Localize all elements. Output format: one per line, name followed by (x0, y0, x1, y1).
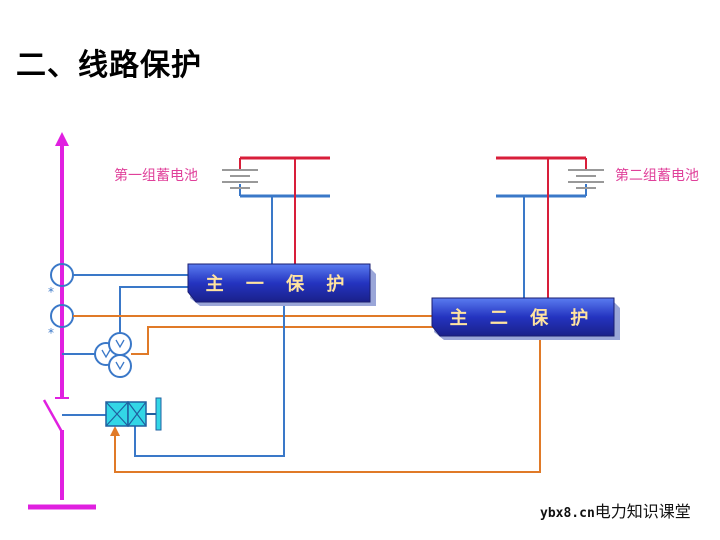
page-title: 二、线路保护 (16, 48, 202, 83)
watermark-site: ybx8.cn (540, 506, 595, 521)
main-protection-1-label: 主 一 保 护 (206, 273, 353, 295)
trip-arrow-icon (110, 426, 120, 436)
main-protection-1-box: 主 一 保 护 (187, 263, 376, 306)
battery-group-2-label: 第二组蓄电池 (615, 167, 699, 184)
battery-group-2 (496, 156, 604, 198)
dc-supply-2 (523, 158, 549, 300)
trip-circuit-2 (110, 336, 541, 473)
watermark: ybx8.cn电力知识课堂 (540, 498, 691, 522)
ct-marker-2: * (48, 326, 54, 340)
main-protection-2-label: 主 二 保 护 (450, 307, 597, 329)
wiring-to-main-protection-1 (73, 274, 190, 333)
trip-circuit-1 (134, 302, 285, 457)
wiring-to-main-protection-2 (73, 315, 434, 355)
main-protection-2-box: 主 二 保 护 (431, 297, 620, 340)
battery-group-1-label: 第一组蓄电池 (114, 167, 198, 184)
busbar-arrow-icon (55, 132, 69, 146)
dc-supply-1 (271, 158, 296, 268)
voltage-transformer (62, 332, 132, 378)
watermark-name: 电力知识课堂 (594, 502, 691, 521)
ct-marker-1: * (48, 285, 54, 299)
breaker-trip-coil (62, 397, 162, 431)
battery-group-1 (222, 156, 330, 198)
busbar (28, 132, 96, 510)
